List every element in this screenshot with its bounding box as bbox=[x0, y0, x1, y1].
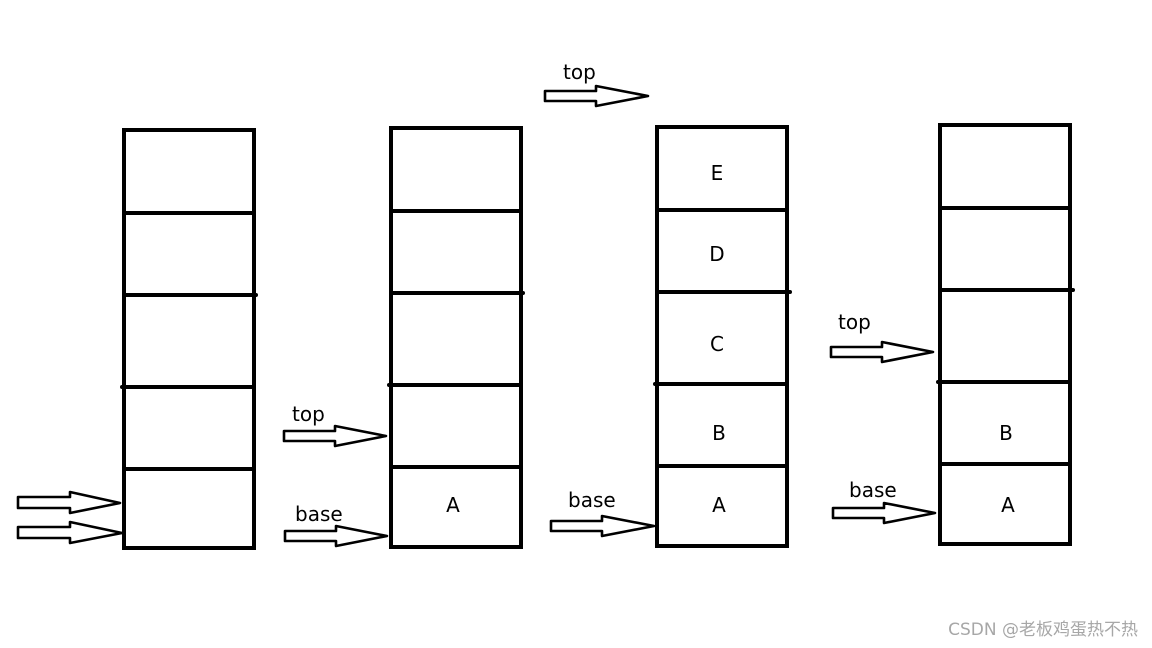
base-label: base bbox=[849, 478, 897, 502]
stack-3-cell-3: C bbox=[710, 332, 724, 356]
stack-4-frame bbox=[938, 123, 1072, 546]
stack-3-cell-5: A bbox=[712, 493, 726, 517]
top-label: top bbox=[838, 310, 871, 334]
stack-1 bbox=[120, 128, 258, 550]
stack-3-frame bbox=[655, 125, 789, 548]
stack-3: E D C B A bbox=[653, 125, 792, 548]
arrow-right-icon bbox=[16, 490, 122, 515]
stack-3-cell-1: E bbox=[711, 161, 724, 185]
watermark: CSDN @老板鸡蛋热不热 bbox=[948, 620, 1138, 640]
base-arrow-icon bbox=[831, 501, 937, 525]
stack-2-cell-5: A bbox=[446, 493, 460, 517]
stack-3-cell-2: D bbox=[709, 242, 724, 266]
stack-4: B A bbox=[936, 123, 1075, 546]
stack-3-cell-4: B bbox=[712, 421, 726, 445]
top-label: top bbox=[292, 402, 325, 426]
base-label: base bbox=[295, 502, 343, 526]
base-label: base bbox=[568, 488, 616, 512]
top-arrow-icon bbox=[829, 340, 935, 364]
top-arrow-icon bbox=[282, 424, 388, 448]
base-arrow-icon bbox=[283, 524, 389, 548]
arrow-right-icon bbox=[16, 520, 124, 545]
base-arrow-icon bbox=[549, 514, 656, 538]
stack-1-frame bbox=[122, 128, 256, 550]
stack-4-cell-5: A bbox=[1001, 493, 1015, 517]
top-arrow-icon bbox=[543, 84, 650, 108]
stack-2-frame bbox=[389, 126, 523, 549]
stack-2: A bbox=[387, 126, 525, 549]
stack-4-cell-4: B bbox=[999, 421, 1013, 445]
top-label: top bbox=[563, 60, 596, 84]
